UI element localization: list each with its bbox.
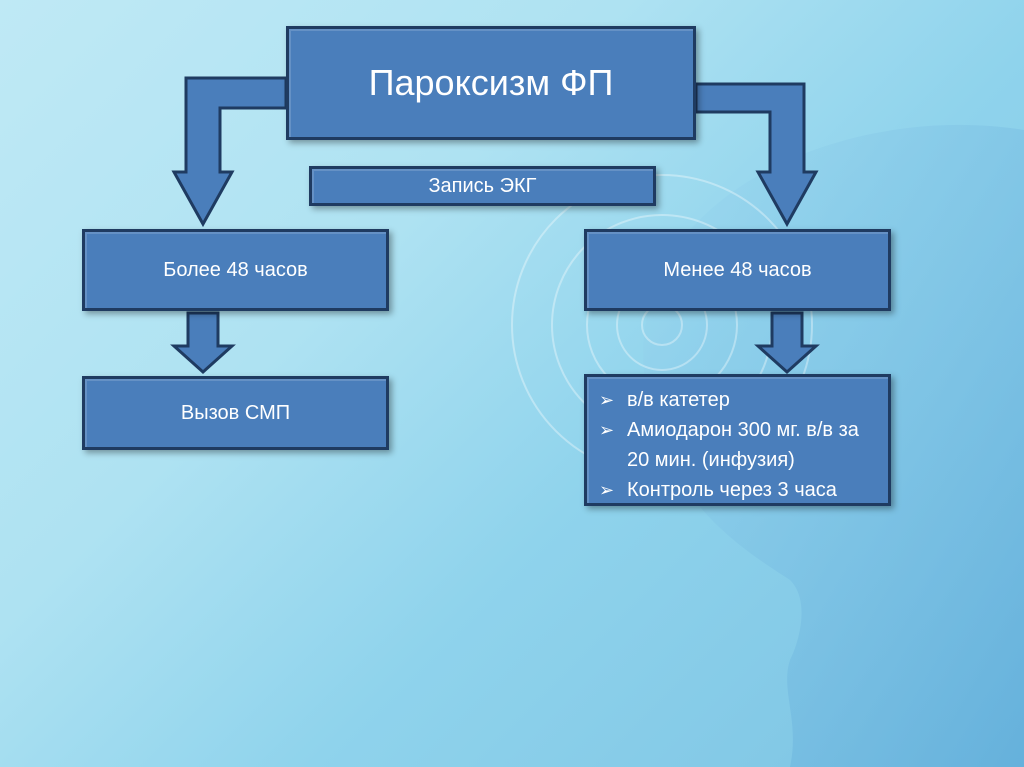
list-item: ➢ Контроль через 3 часа [597,475,878,505]
more-48h-box: Более 48 часов [82,229,389,311]
arrow-more-to-call [170,311,236,375]
treatment-steps-box: ➢ в/в катетер ➢ Амиодарон 300 мг. в/в за… [584,374,891,506]
treatment-steps-list: ➢ в/в катетер ➢ Амиодарон 300 мг. в/в за… [597,385,878,505]
step-text: Амиодарон 300 мг. в/в за 20 мин. (инфузи… [627,419,859,471]
call-ambulance-label: Вызов СМП [180,401,291,424]
arrow-less-to-steps [754,311,820,375]
less-48h-box: Менее 48 часов [584,229,891,311]
arrow-bullet-icon: ➢ [599,480,615,500]
ekg-box: Запись ЭКГ [309,166,656,206]
list-item: ➢ Амиодарон 300 мг. в/в за 20 мин. (инфу… [597,415,878,475]
arrow-bullet-icon: ➢ [599,390,615,410]
ekg-label: Запись ЭКГ [428,174,537,197]
paroxysm-title: Пароксизм ФП [368,62,614,103]
arrow-bullet-icon: ➢ [599,420,615,440]
arrow-title-to-less [694,82,819,228]
list-item: ➢ в/в катетер [597,385,878,415]
call-ambulance-box: Вызов СМП [82,376,389,450]
paroxysm-title-box: Пароксизм ФП [286,26,696,140]
step-text: Контроль через 3 часа [627,479,837,501]
step-text: в/в катетер [627,389,730,411]
arrow-title-to-more [171,76,288,228]
more-48h-label: Более 48 часов [163,258,308,281]
less-48h-label: Менее 48 часов [663,258,812,281]
